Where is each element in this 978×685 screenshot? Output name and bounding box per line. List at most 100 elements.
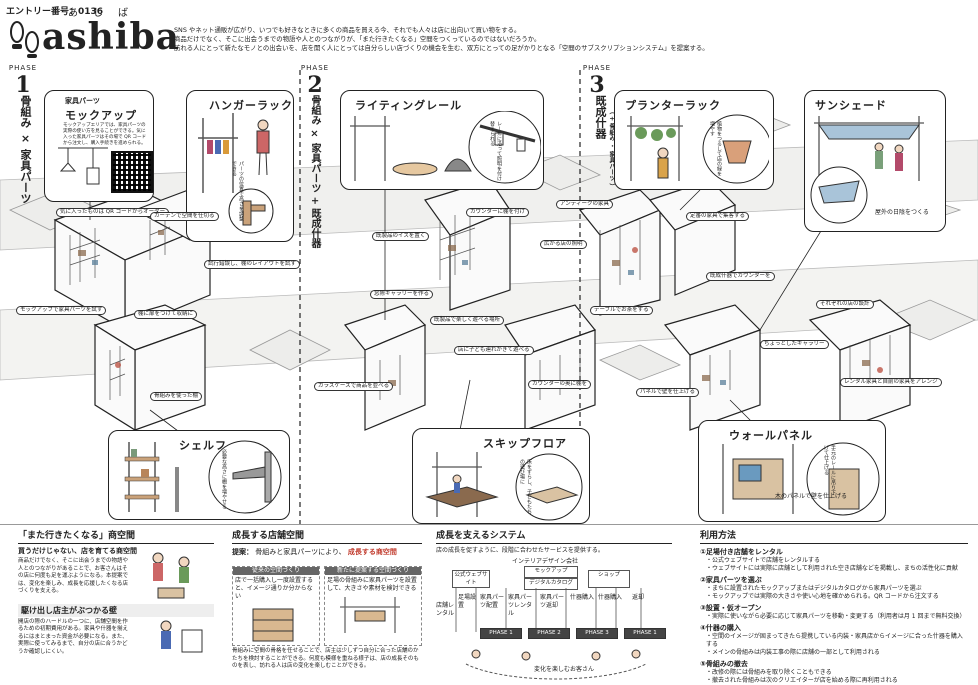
wall-panel-caption: 木のパネルで壁を仕上げる — [775, 493, 848, 500]
mockup-kicker: 家具パーツ — [65, 97, 100, 105]
bottom-divider — [0, 524, 978, 525]
usage-step-line: ・ウェブサイトには実際に店舗として利用された空き店舗などを掲載し、まちの活性化に… — [706, 565, 958, 572]
mockup-card: 家具パーツ モックアップ モックアップエリアでは、家具パーツの実際の使い方を見る… — [44, 90, 154, 202]
note-label: 窓際ギャラリーを作る — [370, 290, 434, 299]
note-label: カウンターの奥に棚を — [528, 380, 592, 389]
usage-step-line: ・実際に使いながら必要に応じて家具パーツを移動・変更する（利用者は月 1 回まで… — [706, 613, 966, 620]
shelf-illustration — [124, 440, 282, 514]
skip-floor-illustration — [425, 452, 583, 521]
note-label: 店に子ども連れがきて遊べる — [454, 346, 534, 355]
hanger-rack-illustration — [198, 113, 274, 234]
logo: ashiba — [42, 16, 180, 58]
phase-box: PHASE 1 — [624, 628, 666, 639]
phase-1-title: 骨組み × 家具パーツ — [19, 95, 32, 204]
step-label: 店舗レンタル — [436, 602, 455, 617]
usage-step-heading: ④什器の購入 — [700, 624, 741, 632]
catalog-box: デジタルカタログ — [524, 578, 578, 590]
note-label: それぞれの店の設計 — [816, 300, 874, 309]
note-label: レンタル家具と自前の家具をアレンジ — [840, 378, 942, 387]
step-label: 什器購入 — [570, 594, 595, 601]
skip-floor-caption: 床をずらし、子どもたちの遊び場に — [519, 459, 532, 514]
proposal-text: 骨組みと家具パーツにより、 — [255, 548, 346, 556]
phase-number: 3 — [589, 72, 605, 98]
shop-box: ショップ — [588, 570, 630, 588]
usage-step-heading: ②家具パーツを選ぶ — [700, 576, 762, 584]
concept-subtitle: 買うだけじゃない、店を育てる商空間 — [18, 547, 137, 555]
usage-step: ②家具パーツを選ぶ ・まちに設置されたモックアップまたはデジタルカタログから家具… — [700, 576, 968, 601]
mockup-title: モックアップ — [65, 109, 137, 122]
concept-body: 商品だけでなく、そこに出会うまでの物語や人とのつながりがあることで、お客さんはそ… — [18, 558, 129, 594]
usage-step-line: ・撤去された骨組みは次のクリエイターが店を始める際に再利用される — [706, 677, 898, 684]
entry-number: エントリー番号：0136 — [6, 7, 104, 17]
mockup-desc: モックアップエリアでは、家具パーツの実際の使い方を見ることができる。気に入った家… — [63, 123, 147, 146]
logo-kana: あしば — [68, 8, 143, 19]
hanger-rack-caption: パーツの位置で高さを調整できる — [231, 161, 244, 221]
qr-code-icon[interactable] — [111, 151, 153, 193]
wall-panel-caption-2: 手元のレールに吊り下げて仕上げる — [823, 445, 836, 495]
phase-2-label: PHASE 2 — [300, 64, 330, 98]
intro-line: SNS やネット通販が広がり、いつでも好きなときに多くの商品を買える今、それでも… — [174, 26, 521, 34]
note-label: 既製品のイスを置く — [372, 232, 430, 241]
step-label: 足場設置 — [458, 594, 477, 609]
phase-number: 2 — [307, 72, 323, 98]
phase-tag: PHASE — [300, 64, 330, 72]
system-steps: 店舗レンタル 足場設置 家具パーツ配置 家具パーツレンタル 家具パーツ返却 什器… — [436, 594, 672, 624]
step-label: 家具パーツレンタル — [508, 594, 533, 617]
lighting-rail-caption: レールに沿って照明を付け替えられる — [489, 121, 502, 181]
sunshade-card: サンシェード 屋外の日陰をつくる — [804, 90, 946, 232]
proposed-body: 足場の骨組みに家具パーツを設置して、大きさや素材を検討できる — [327, 577, 417, 592]
note-label: 試行錯誤し、棚のレイアウトを試す — [204, 260, 301, 269]
shelf-caption: 必要な高さに棚を増やせる — [221, 449, 227, 509]
cabinet-illustration — [252, 608, 294, 642]
wall-panel-card: ウォールパネル 木のパネルで壁を仕上げる 手元のレールに吊り下げて仕上げる — [698, 420, 886, 522]
system-subtitle: 店の成長を促すように、段階に合わせたサービスを提供する。 — [436, 547, 604, 554]
phase-tag: PHASE — [8, 64, 38, 72]
conventional-title: 従来の空間づくり — [233, 567, 319, 575]
planter-rack-card: プランターラック 植物をつるして店の緑を増やす — [614, 90, 774, 190]
concept-section: 「また行きたくなる」商空間 買うだけじゃない、店を育てる商空間 商品だけでなく、… — [18, 528, 214, 684]
hanger-rack-card: ハンガーラック パーツの位置で高さを調整できる — [186, 90, 294, 242]
planter-illustration — [627, 114, 769, 184]
note-label: 広がる店の照明 — [540, 240, 587, 249]
shelf-title: シェルフ — [179, 439, 227, 452]
intro-line: 商品だけでなく、そこに出会うまでの物語や人とのつながりが、「また行きたくなる」空… — [174, 35, 541, 43]
skip-floor-card: スキップフロア 床をずらし、子どもたちの遊び場に — [412, 428, 590, 524]
customer-cycle-illustration — [465, 649, 647, 680]
usage-step: ③設置・仮オープン ・実際に使いながら必要に応じて家具パーツを移動・変更する（利… — [700, 604, 968, 621]
proposal-accent: 成長する商空間 — [347, 548, 397, 556]
phase-1-label: PHASE 1 — [8, 64, 38, 98]
note-label: 既製品で楽しく遊べる場所 — [430, 316, 505, 325]
usage-title: 利用方法 — [700, 528, 968, 544]
note-label: 定番の家具で集客する — [686, 212, 750, 221]
lamp-icon — [58, 147, 108, 185]
proposal-line: 提案： 骨組みと家具パーツにより、 成長する商空間 — [232, 548, 422, 557]
intro-text: SNS やネット通販が広がり、いつでも好きなときに多くの商品を買える今、それでも… — [174, 26, 894, 53]
step-label: 家具パーツ配置 — [480, 594, 505, 609]
phase-tag: PHASE — [582, 64, 612, 72]
phase-box: PHASE 3 — [576, 628, 618, 639]
barrier-title: 駆け出し店主がぶつかる壁 — [18, 603, 214, 617]
lighting-rail-title: ライティングレール — [355, 99, 463, 112]
phase-2-title: 骨組み × 家具パーツ + 既成什器 — [309, 95, 320, 249]
usage-step: ①足場付き店舗をレンタル ・公式ウェブサイトで店舗をレンタルする ・ウェブサイト… — [700, 548, 968, 573]
intro-line: 訪れる人にとって新たなモノとの出会いを、店を開く人にとっては自分らしい店づくりの… — [174, 44, 709, 52]
system-flow-arrows — [455, 588, 642, 632]
skip-floor-title: スキップフロア — [483, 437, 567, 450]
usage-step-heading: ③設置・仮オープン — [700, 604, 762, 612]
proposed-title: 新たに提案する空間づくり — [325, 567, 421, 575]
system-title: 成長を支えるシステム — [436, 528, 672, 544]
phase-number: 1 — [15, 72, 31, 98]
phase-box: PHASE 1 — [480, 628, 522, 639]
phase-3-label: PHASE 3 — [582, 64, 612, 98]
hanger-rack-title: ハンガーラック — [209, 99, 293, 112]
note-label: 既成什器でカウンターを — [706, 272, 775, 281]
cycle-label: 変化を楽しむお客さん — [534, 666, 595, 673]
note-label: 棚に扉をつけて収納に — [134, 310, 198, 319]
sunshade-illustration — [810, 116, 924, 224]
proposed-box: 新たに提案する空間づくり 足場の骨組みに家具パーツを設置して、大きさや素材を検討… — [324, 566, 422, 646]
growing-space-body: 骨組みに空間の骨格を任せることで、店主は少しずつ自分に合った店舗のかたちを検討す… — [232, 648, 419, 669]
phase-box: PHASE 2 — [528, 628, 570, 639]
step-label: 家具パーツ返却 — [540, 594, 565, 609]
footprints-icon — [8, 18, 42, 62]
shoppers-illustration — [152, 552, 203, 653]
